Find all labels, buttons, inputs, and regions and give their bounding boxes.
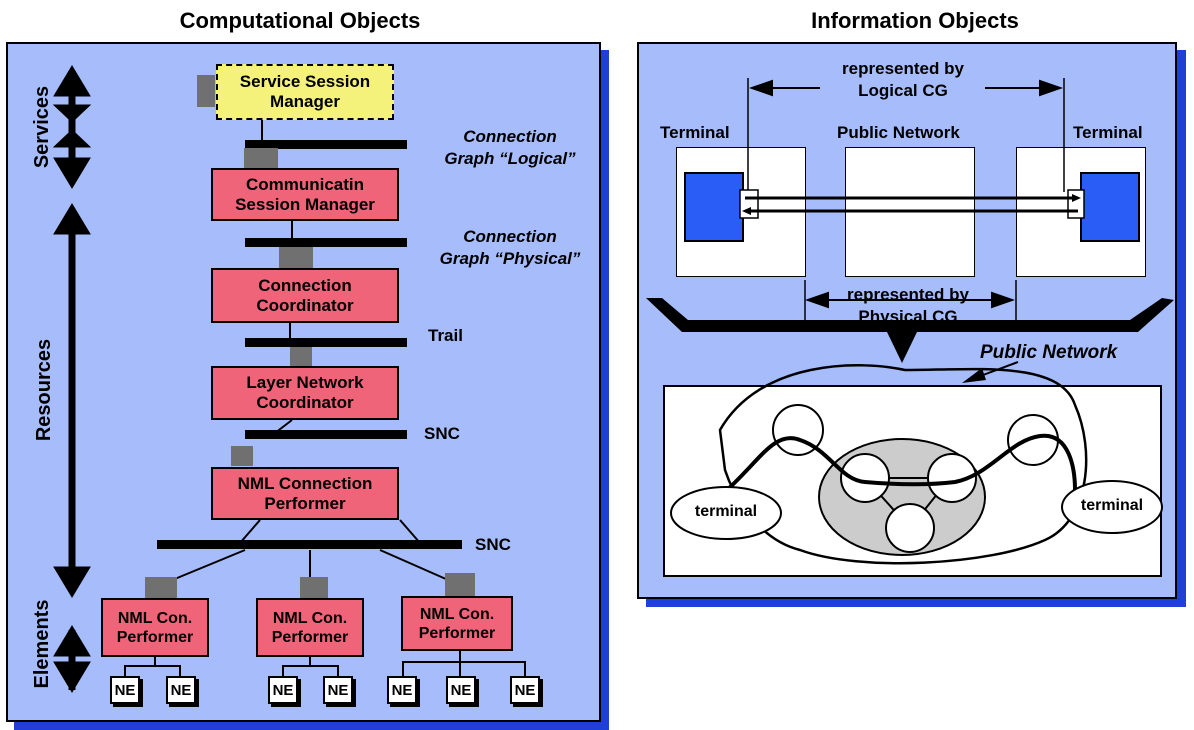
snc2-label: SNC xyxy=(475,535,511,554)
nml-con1-line2: Performer xyxy=(116,628,194,646)
nml-con2-line2: Performer xyxy=(271,628,349,646)
snc1-bar xyxy=(245,430,407,439)
trail-label: Trail xyxy=(428,326,463,345)
nml-con3-line1: NML Con. xyxy=(419,605,495,623)
ne-box[interactable]: NE xyxy=(446,676,476,704)
ne-box[interactable]: NE xyxy=(323,676,353,704)
cc-line1: Connection xyxy=(258,275,352,295)
ssm-line2: Manager xyxy=(270,92,340,111)
represented-logical-label: represented by Logical CG xyxy=(815,58,991,102)
ssm-line1: Service Session xyxy=(239,72,371,91)
nml-con-performer-box-2[interactable]: NML Con.Performer xyxy=(256,598,364,657)
csm-port xyxy=(244,148,278,170)
snc1-label: SNC xyxy=(424,424,460,443)
nml-cp-port xyxy=(231,446,253,466)
nml-con1-port xyxy=(145,577,177,599)
lnc-line2: Coordinator xyxy=(256,393,354,412)
nml-con3-line2: Performer xyxy=(418,624,496,642)
ne-box[interactable]: NE xyxy=(510,676,540,704)
represented-physical-line1: represented by xyxy=(847,285,969,304)
public-network-header: Public Network xyxy=(837,123,960,142)
cg-physical-line2: Graph “Physical” xyxy=(439,249,581,268)
ne-box[interactable]: NE xyxy=(268,676,298,704)
nml-cp-line2: Performer xyxy=(264,493,346,513)
lnc-line1: Layer Network xyxy=(246,373,364,392)
terminal-left-label: Terminal xyxy=(660,123,730,142)
nml-con-performer-box-3[interactable]: NML Con.Performer xyxy=(401,596,513,651)
ssm-port xyxy=(197,75,215,107)
cg-logical-line1: Connection xyxy=(463,127,557,146)
ne-box[interactable]: NE xyxy=(110,676,140,704)
csm-line1: Communicatin xyxy=(245,174,365,194)
trail-bar xyxy=(245,338,407,347)
ne-box[interactable]: NE xyxy=(387,676,417,704)
public-network-italic-label: Public Network xyxy=(980,342,1118,363)
right-title: Information Objects xyxy=(811,8,1019,33)
represented-physical-label: represented by Physical CG xyxy=(820,284,996,328)
cg-logical-line2: Graph “Logical” xyxy=(444,149,576,168)
left-title: Computational Objects xyxy=(179,8,421,33)
cc-port xyxy=(279,247,313,269)
terminal-right-device xyxy=(1080,172,1140,242)
terminal-oval-right-label: terminal xyxy=(1080,497,1144,514)
nml-con1-line1: NML Con. xyxy=(117,609,193,627)
lnc-port xyxy=(290,347,312,367)
nml-cp-line1: NML Connection xyxy=(237,473,373,493)
cg-physical-line1: Connection xyxy=(463,227,557,246)
nml-con3-port xyxy=(445,573,475,597)
cc-line2: Coordinator xyxy=(256,295,354,315)
represented-physical-line2: Physical CG xyxy=(858,307,958,326)
terminal-right-label: Terminal xyxy=(1073,123,1143,142)
csm-line2: Session Manager xyxy=(235,194,375,214)
cg-physical-label: Connection Graph “Physical” xyxy=(420,226,600,270)
represented-logical-line2: Logical CG xyxy=(858,81,948,100)
cg-physical-bar xyxy=(245,238,407,247)
nml-con2-port xyxy=(300,577,328,599)
ne-box[interactable]: NE xyxy=(166,676,196,704)
snc2-bar xyxy=(157,540,462,549)
terminal-oval-left-label: terminal xyxy=(694,503,758,520)
cg-logical-label: Connection Graph “Logical” xyxy=(425,126,595,170)
cg-logical-bar xyxy=(245,140,407,149)
represented-logical-line1: represented by xyxy=(842,59,964,78)
nml-con-performer-box-1[interactable]: NML Con.Performer xyxy=(101,598,209,657)
nml-con2-line1: NML Con. xyxy=(272,609,348,627)
